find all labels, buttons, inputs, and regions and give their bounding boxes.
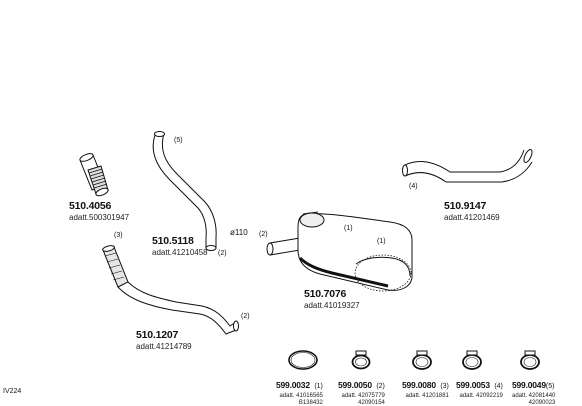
part-adapt: adatt.500301947 — [69, 212, 130, 222]
part-510-1207: 510.1207 adatt.41214789 — [136, 330, 192, 351]
callout-2: (2) — [218, 250, 227, 257]
part-510-5118: 510.5118 adatt.41210458 — [152, 236, 208, 257]
diameter-label: ø110 — [230, 228, 248, 237]
tail-pipe-drawing — [402, 149, 533, 183]
lower-pipe-drawing — [102, 245, 239, 335]
clamp-adapt: B138432 — [298, 400, 323, 406]
clamp-5-drawing — [520, 350, 540, 370]
callout-3: (3) — [114, 232, 123, 239]
callout-2: (2) — [241, 313, 250, 320]
part-code: 510.1207 — [136, 329, 179, 341]
clamp-1-label: 599.0032 (1) adatt. 41016565 B138432 — [276, 376, 323, 406]
clamp-adapt: adatt. 41201881 — [405, 393, 449, 399]
clamp-code: 599.0032 — [276, 380, 310, 390]
part-code: 510.4056 — [69, 200, 112, 212]
clamp-5-label: 599.0049(5) adatt. 42081440 42090023 — [512, 376, 555, 406]
part-510-4056: 510.4056 adatt.500301947 — [69, 201, 129, 222]
part-510-7076: 510.7076 adatt.41019327 — [304, 289, 360, 310]
clamp-adapt: adatt. 42081440 — [512, 393, 556, 399]
part-code: 510.5118 — [152, 235, 194, 247]
callout-4: (4) — [409, 183, 418, 190]
clamp-qty: (4) — [494, 383, 503, 390]
clamp-1-drawing — [288, 350, 318, 370]
clamp-2-label: 599.0050 (2) adatt. 42075779 42090154 — [338, 376, 385, 406]
part-code: 510.9147 — [444, 200, 487, 212]
callout-1: (1) — [377, 238, 386, 245]
callout-1: (1) — [344, 225, 353, 232]
callout-2: (2) — [259, 231, 268, 238]
clamp-3-drawing — [412, 350, 432, 370]
clamp-4-label: 599.0053 (4) adatt. 42092219 — [456, 376, 503, 399]
flex-pipe-drawing — [79, 153, 109, 197]
clamp-adapt: adatt. 42092219 — [459, 393, 503, 399]
part-adapt: adatt.41214789 — [136, 341, 192, 351]
clamp-code: 599.0080 — [402, 380, 436, 390]
clamp-2-drawing — [351, 350, 371, 370]
part-adapt: adatt.41201469 — [444, 212, 500, 222]
clamp-4-drawing — [462, 350, 482, 370]
bent-pipe-drawing — [152, 131, 217, 251]
part-code: 510.7076 — [304, 288, 347, 300]
clamp-adapt: adatt. 42075779 — [341, 393, 385, 399]
clamp-adapt: adatt. 41016565 — [279, 393, 323, 399]
callout-5: (5) — [174, 137, 183, 144]
diagram-code: IV224 — [3, 388, 22, 395]
clamp-code: 599.0053 — [456, 380, 490, 390]
part-adapt: adatt.41019327 — [304, 300, 360, 310]
clamp-3-label: 599.0080 (3) adatt. 41201881 — [402, 376, 449, 399]
part-510-9147: 510.9147 adatt.41201469 — [444, 201, 500, 222]
clamp-code: 599.0050 — [338, 380, 372, 390]
clamp-qty: (3) — [440, 383, 449, 390]
part-adapt: adatt.41210458 — [152, 247, 208, 257]
clamp-qty: (5) — [545, 383, 555, 390]
clamp-code: 599.0049 — [512, 380, 546, 390]
clamp-adapt: 42090154 — [358, 400, 385, 406]
clamp-qty: (1) — [314, 383, 323, 390]
clamp-qty: (2) — [376, 383, 385, 390]
muffler-drawing — [266, 211, 413, 292]
clamp-adapt: 42090023 — [528, 400, 556, 406]
